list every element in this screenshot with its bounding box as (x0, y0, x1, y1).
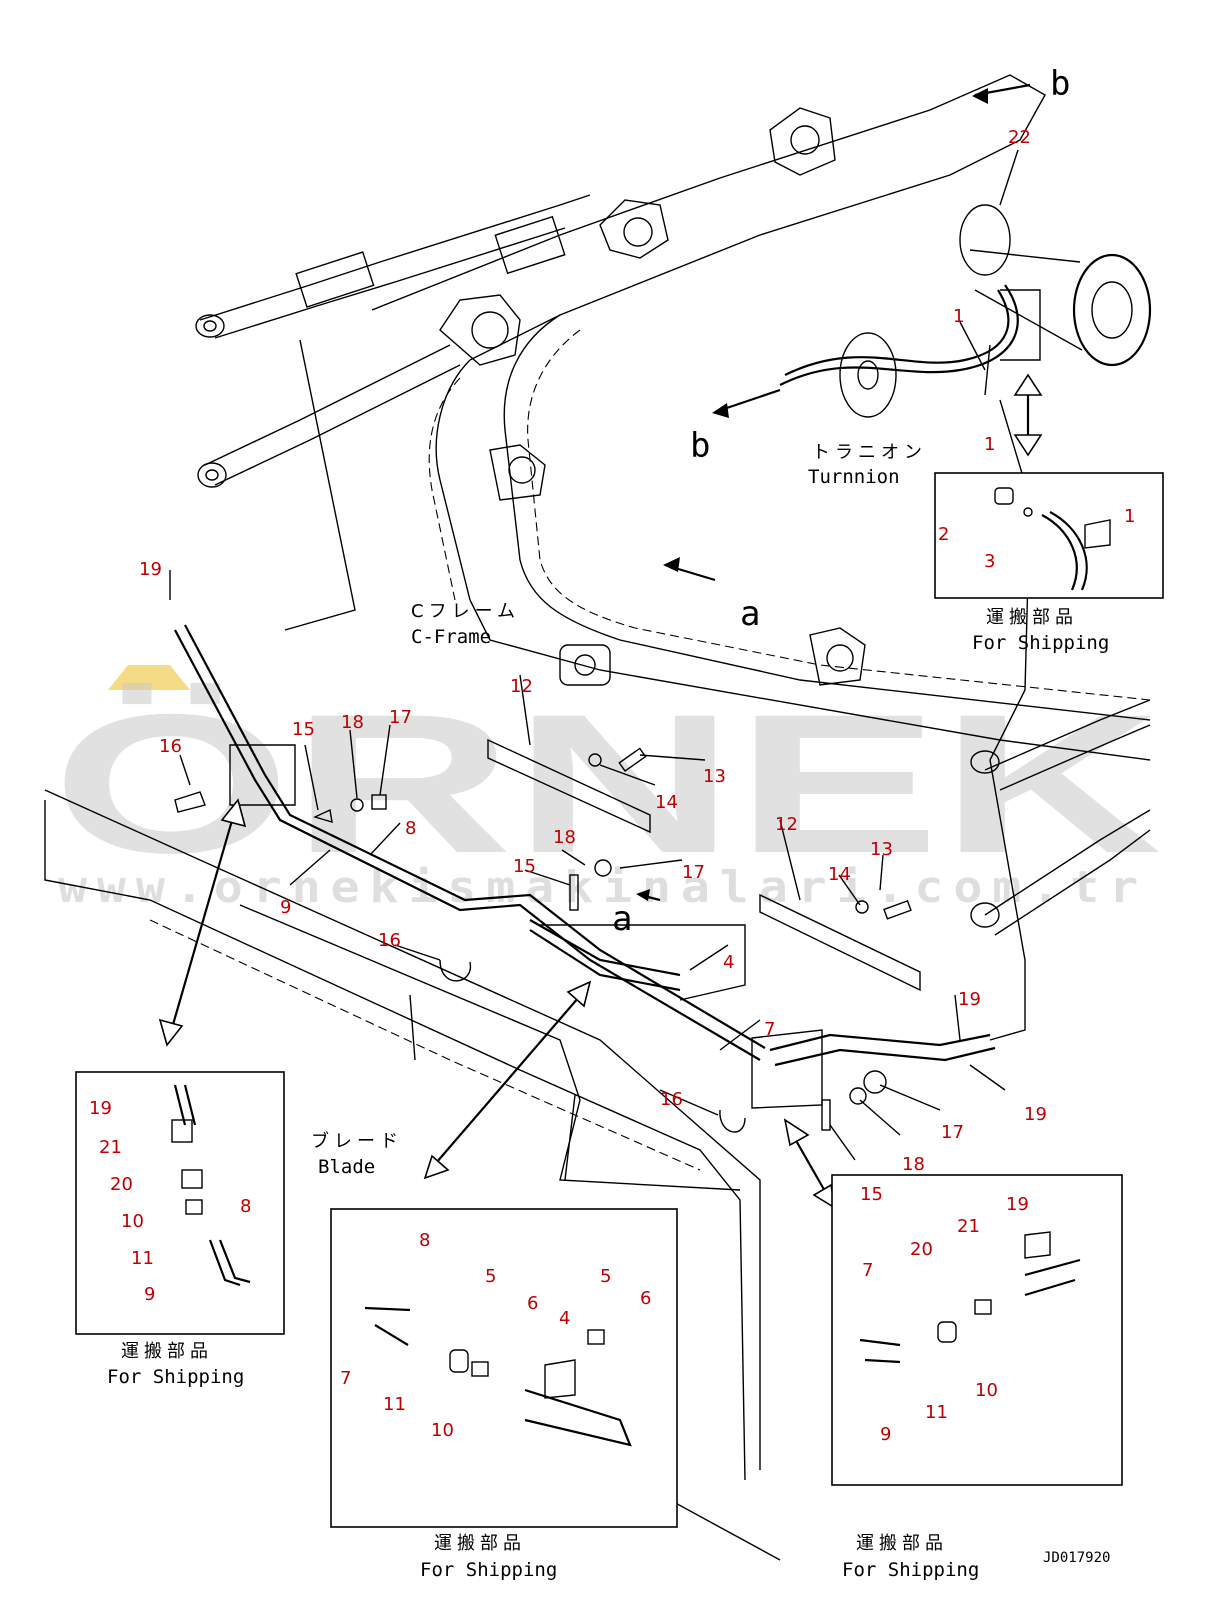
part-number: 10 (121, 1211, 144, 1232)
part-number: 13 (870, 839, 893, 860)
part-number: 7 (764, 1019, 775, 1040)
part-number: 12 (510, 676, 533, 697)
part-number: 2 (938, 524, 949, 545)
trunnion-label-jp: トラニオン (812, 442, 927, 463)
part-number: 1 (984, 434, 995, 455)
shipping-label-top-right-en: For Shipping (972, 632, 1109, 654)
view-label-a-right: a (740, 594, 760, 634)
part-number: 9 (280, 897, 291, 918)
view-label-a-center: a (612, 899, 632, 939)
part-number: 21 (957, 1216, 980, 1237)
part-number: 21 (99, 1137, 122, 1158)
watermark: ÖRNEK www.ornekismakinalari.com.tr (52, 665, 1162, 913)
part-number: 9 (144, 1284, 155, 1305)
part-number: 11 (131, 1248, 154, 1269)
watermark-logo: ÖRNEK (52, 673, 1162, 894)
part-number: 11 (925, 1402, 948, 1423)
shipping-label-bottom-right-en: For Shipping (842, 1559, 979, 1581)
part-number: 20 (910, 1239, 933, 1260)
view-label-b-left: b (690, 426, 710, 466)
shipping-label-top-right-jp: 運搬部品 (986, 607, 1078, 628)
part-number: 17 (682, 862, 705, 883)
detail-box-top-right (934, 472, 1164, 599)
cframe-label-en: C-Frame (411, 626, 491, 648)
part-number: 14 (655, 792, 678, 813)
detail-box-bottom-right (831, 1174, 1123, 1486)
part-number: 22 (1008, 127, 1031, 148)
part-number: 19 (958, 989, 981, 1010)
shipping-label-bottom-center-en: For Shipping (420, 1559, 557, 1581)
part-number: 18 (553, 827, 576, 848)
part-number: 1 (953, 306, 964, 327)
shipping-label-bottom-center-jp: 運搬部品 (434, 1533, 526, 1554)
part-number: 10 (431, 1420, 454, 1441)
watermark-logo-mark (108, 665, 190, 690)
part-number-callouts: 22 1 1 1 2 3 19 16 15 18 17 12 13 14 8 9… (89, 127, 1135, 1445)
part-number: 5 (600, 1266, 611, 1287)
part-number: 12 (775, 814, 798, 835)
part-number: 19 (1006, 1194, 1029, 1215)
drawing-code: JD017920 (1043, 1550, 1110, 1566)
part-number: 4 (723, 952, 734, 973)
part-number: 20 (110, 1174, 133, 1195)
part-number: 6 (640, 1288, 651, 1309)
part-number: 18 (341, 712, 364, 733)
part-number: 16 (660, 1089, 683, 1110)
blade-label-en: Blade (318, 1156, 375, 1178)
part-number: 17 (941, 1122, 964, 1143)
part-number: 9 (880, 1424, 891, 1445)
part-number: 8 (419, 1230, 430, 1251)
part-number: 11 (383, 1394, 406, 1415)
part-number: 13 (703, 766, 726, 787)
part-number: 7 (862, 1260, 873, 1281)
detail-box-bottom-left (75, 1071, 285, 1335)
part-number: 16 (378, 930, 401, 951)
blade-label-jp: ブレード (311, 1130, 403, 1152)
part-number: 6 (527, 1293, 538, 1314)
part-number: 19 (89, 1098, 112, 1119)
part-number: 15 (860, 1184, 883, 1205)
part-number: 4 (559, 1308, 570, 1329)
part-number: 15 (292, 719, 315, 740)
part-number: 17 (389, 707, 412, 728)
shipping-label-bottom-left-jp: 運搬部品 (121, 1341, 213, 1362)
part-number: 10 (975, 1380, 998, 1401)
part-number: 14 (828, 864, 851, 885)
cframe-label-jp: Cフレーム (411, 601, 520, 622)
part-number: 3 (984, 551, 995, 572)
part-number: 7 (340, 1368, 351, 1389)
part-number: 8 (405, 818, 416, 839)
view-label-b-top: b (1050, 64, 1070, 104)
shipping-label-bottom-left-en: For Shipping (107, 1366, 244, 1388)
detail-box-bottom-center (330, 1208, 678, 1528)
part-number: 16 (159, 736, 182, 757)
part-number: 15 (513, 856, 536, 877)
trunnion-label-en: Turnnion (808, 466, 900, 488)
part-number: 18 (902, 1154, 925, 1175)
part-number: 5 (485, 1266, 496, 1287)
double-arrows (158, 373, 1043, 1210)
part-number: 19 (1024, 1104, 1047, 1125)
shipping-label-bottom-right-jp: 運搬部品 (856, 1533, 948, 1554)
part-number: 19 (139, 559, 162, 580)
part-number: 1 (1124, 506, 1135, 527)
watermark-url: www.ornekismakinalari.com.tr (58, 862, 1148, 913)
part-number: 8 (240, 1196, 251, 1217)
